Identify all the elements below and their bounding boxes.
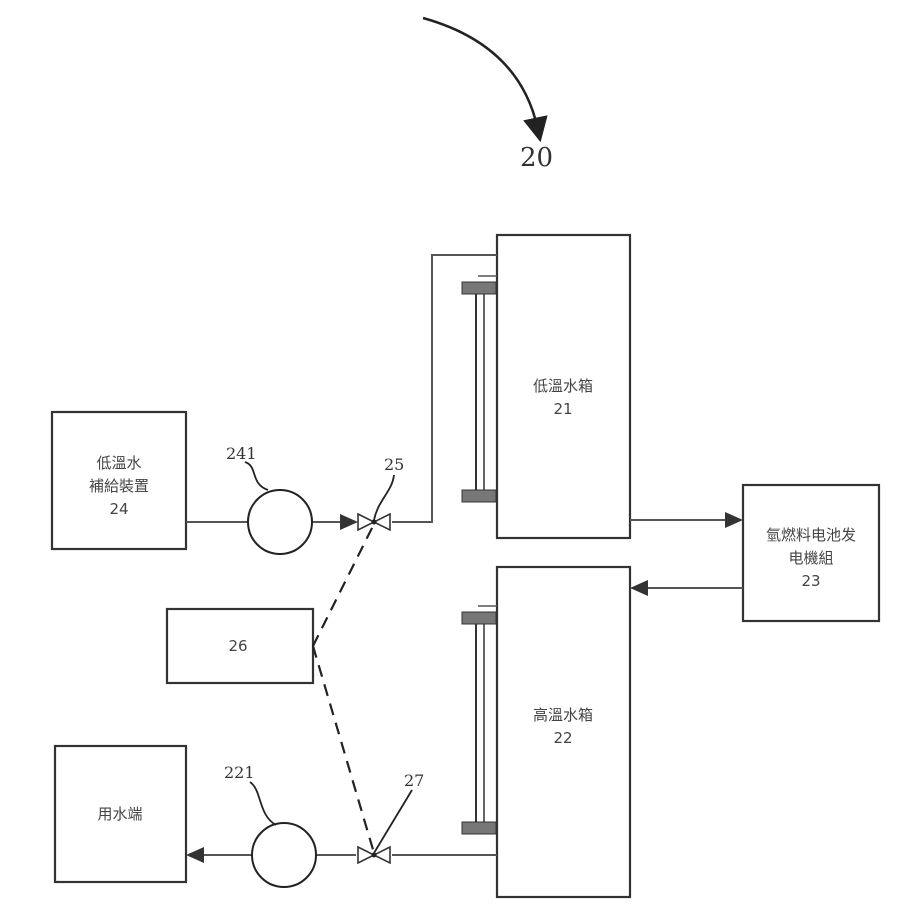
figure-ref-label: 20 bbox=[520, 143, 553, 173]
low-temp-tank-level-gauge bbox=[461, 275, 497, 503]
valve-27-leader bbox=[373, 789, 413, 854]
svg-text:低溫水: 低溫水 bbox=[96, 454, 141, 472]
valve-27-label: 27 bbox=[404, 771, 424, 790]
valve-25-label: 25 bbox=[384, 455, 404, 474]
svg-text:23: 23 bbox=[801, 572, 820, 590]
low-temp-supply-block: 低溫水 補給裝置 24 bbox=[50, 410, 188, 551]
supply-pump-241 bbox=[247, 489, 313, 555]
fuel-cell-block: 氫燃料电池发 电機組 23 bbox=[741, 483, 881, 623]
use-pump-221 bbox=[251, 822, 317, 888]
high-temp-tank-block: 高溫水箱 22 bbox=[495, 565, 632, 899]
use-valve-27 bbox=[357, 845, 391, 865]
figure-ref-arrow bbox=[422, 16, 548, 143]
signal-line-to-valve-27 bbox=[311, 645, 376, 854]
pump-241-label: 241 bbox=[226, 444, 257, 463]
signal-line-to-valve-25 bbox=[312, 523, 375, 647]
svg-text:24: 24 bbox=[109, 500, 128, 518]
high-temp-tank-level-gauge bbox=[461, 605, 497, 835]
svg-text:低溫水箱: 低溫水箱 bbox=[533, 377, 593, 395]
pump-221-label: 221 bbox=[224, 763, 255, 782]
svg-text:22: 22 bbox=[553, 729, 572, 747]
svg-text:26: 26 bbox=[228, 637, 247, 655]
water-use-block: 用水端 bbox=[53, 744, 188, 884]
valve-25-leader bbox=[373, 474, 395, 521]
svg-text:氫燃料电池发: 氫燃料电池发 bbox=[766, 526, 856, 544]
svg-text:电機組: 电機組 bbox=[788, 549, 833, 567]
svg-text:用水端: 用水端 bbox=[97, 805, 142, 823]
svg-text:21: 21 bbox=[553, 400, 572, 418]
controller-block: 26 bbox=[165, 607, 315, 685]
pump-221-leader bbox=[249, 781, 277, 826]
low-temp-tank-block: 低溫水箱 21 bbox=[495, 233, 632, 540]
svg-text:補給裝置: 補給裝置 bbox=[89, 477, 149, 495]
supply-valve-25 bbox=[357, 512, 391, 532]
pump-241-leader bbox=[244, 461, 269, 491]
svg-text:高溫水箱: 高溫水箱 bbox=[533, 706, 593, 724]
